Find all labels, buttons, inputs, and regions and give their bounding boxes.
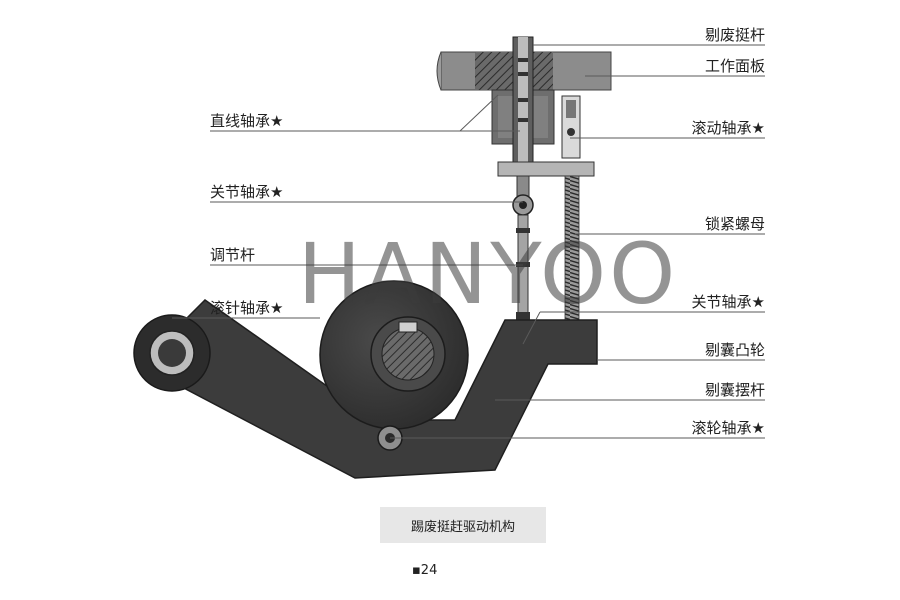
label-joint-bearing-right: 关节轴承★ bbox=[692, 293, 765, 311]
reject-tappet-rod bbox=[512, 36, 534, 163]
label-needle-bearing: 滚针轴承★ bbox=[210, 299, 283, 317]
label-reject-tappet: 剔废挺杆 bbox=[705, 26, 765, 44]
needle-bearing bbox=[133, 314, 211, 392]
label-roller-bearing: 滚轮轴承★ bbox=[692, 419, 765, 437]
label-adjusting-rod: 调节杆 bbox=[210, 246, 255, 264]
label-rolling-bearing: 滚动轴承★ bbox=[692, 119, 765, 137]
leader-lines bbox=[172, 44, 765, 439]
label-linear-bearing: 直线轴承★ bbox=[210, 112, 283, 130]
rolling-bearing bbox=[561, 95, 581, 159]
label-reject-rocker: 剔囊摆杆 bbox=[705, 381, 765, 399]
label-reject-cam: 剔囊凸轮 bbox=[705, 341, 765, 359]
figure-caption: 踢废挺赶驱动机构 bbox=[380, 507, 546, 543]
label-joint-bearing-left: 关节轴承★ bbox=[210, 183, 283, 201]
label-work-panel: 工作面板 bbox=[705, 57, 765, 75]
label-lock-nut: 锁紧螺母 bbox=[705, 215, 765, 233]
joint-bearing-upper bbox=[512, 175, 534, 216]
watermark: HANYOO bbox=[298, 225, 678, 323]
page-number: ▪24 bbox=[412, 563, 438, 578]
reject-cam bbox=[319, 280, 469, 430]
crossbar bbox=[497, 161, 595, 177]
